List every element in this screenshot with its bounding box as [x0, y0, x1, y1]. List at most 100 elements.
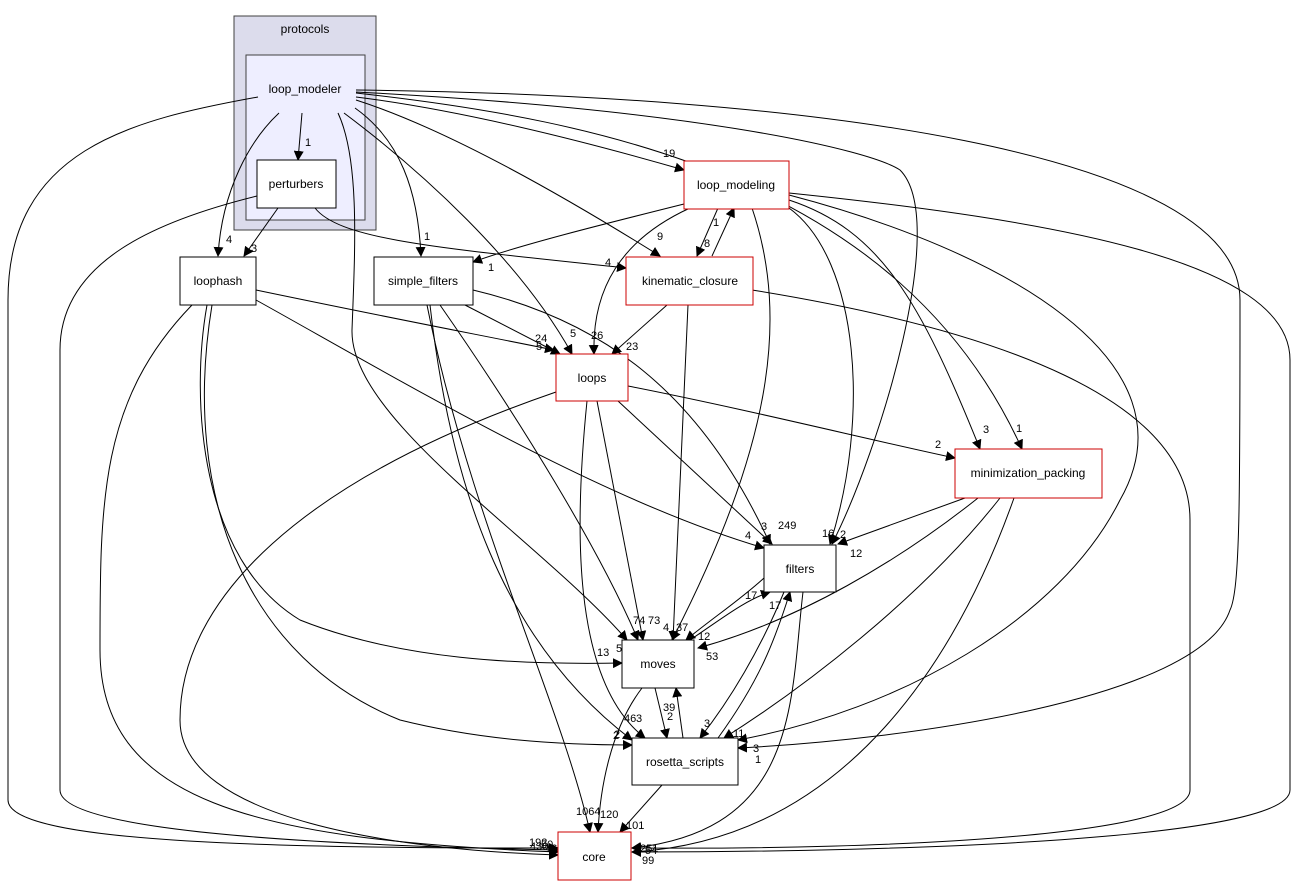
- label-lmod-min: 3: [983, 424, 989, 436]
- edge-loop-modeler-perturbers: [293, 112, 304, 161]
- edge-moves-filters: [689, 589, 771, 641]
- label-kc-moves: 4: [663, 622, 669, 634]
- edge-kinematic-closure-loops: [611, 304, 668, 355]
- label-lm-filters: 2: [840, 529, 846, 541]
- edge-minimization-core: [631, 497, 1015, 857]
- label-lmod-kc: 8: [704, 238, 710, 250]
- node-loop-modeler[interactable]: loop_modeler: [269, 82, 342, 96]
- label-sf-core: 1064: [576, 806, 600, 818]
- cluster-protocols-label: protocols: [281, 22, 330, 36]
- label-lh-moves: 13: [597, 647, 609, 659]
- edge-loops-minimization: [627, 385, 956, 462]
- label-min-moves: 53: [706, 651, 718, 663]
- node-filters-label: filters: [786, 562, 815, 576]
- edge-filters-moves: [685, 577, 765, 641]
- label-lmod-filters: 16: [822, 528, 834, 540]
- label-lm-rosetta: 3: [753, 743, 759, 755]
- node-loops-label: loops: [578, 371, 607, 385]
- label-lm-kinematic-closure: 9: [657, 231, 663, 243]
- edge-loophash-core: [99, 304, 559, 857]
- label-pert-kc: 4: [605, 257, 611, 269]
- label-core-left-4: 16: [545, 843, 557, 855]
- edge-loophash-moves: [199, 304, 623, 669]
- node-simple-filters[interactable]: simple_filters: [373, 256, 474, 306]
- label-lm-loop-modeling: 19: [663, 148, 675, 160]
- label-core-left-1: 192: [529, 837, 547, 849]
- node-filters[interactable]: filters: [763, 544, 837, 593]
- edge-simple-filters-filters: [472, 289, 771, 545]
- edge-loops-core: [179, 391, 559, 860]
- edge-perturbers-loophash: [243, 207, 279, 257]
- node-loophash[interactable]: loophash: [179, 256, 257, 306]
- edge-loops-filters: [617, 400, 773, 545]
- label-core-right-1: 251: [640, 843, 658, 855]
- label-lm-moves: 5: [616, 643, 622, 655]
- node-moves-label: moves: [640, 657, 675, 671]
- edge-loop-modeler-moves: [337, 112, 628, 641]
- label-rosetta-moves: 2: [667, 711, 673, 723]
- node-minimization-packing-label: minimization_packing: [971, 466, 1086, 480]
- label-moves-filters: 17: [745, 590, 757, 602]
- label-lmod-rosetta: 11: [733, 728, 744, 740]
- edges: [7, 89, 1291, 860]
- edge-loops-rosetta: [579, 400, 646, 739]
- edge-kinematic-closure-loop-modeling: [711, 207, 735, 257]
- edge-loop-modeler-kinematic-closure: [355, 99, 661, 257]
- node-loop-modeling[interactable]: loop_modeling: [683, 160, 790, 210]
- node-perturbers[interactable]: perturbers: [256, 159, 337, 209]
- edge-loop-modeling-core: [631, 192, 1291, 857]
- edge-loops-moves: [596, 400, 647, 641]
- node-kinematic-closure[interactable]: kinematic_closure: [625, 256, 754, 306]
- label-moves-rosetta: 39: [663, 702, 675, 714]
- node-simple-filters-label: simple_filters: [388, 274, 458, 288]
- label-loops-min: 2: [935, 439, 941, 451]
- node-loop-modeler-label: loop_modeler: [269, 82, 342, 96]
- edge-minimization-filters: [837, 497, 966, 546]
- label-kc-loops: 23: [626, 341, 638, 353]
- node-rosetta-scripts[interactable]: rosetta_scripts: [631, 737, 739, 786]
- edge-moves-core: [593, 687, 643, 833]
- node-rosetta-scripts-label: rosetta_scripts: [646, 755, 724, 769]
- edge-rosetta-core: [619, 784, 663, 833]
- edge-filters-rosetta: [699, 591, 785, 739]
- node-moves[interactable]: moves: [621, 639, 695, 689]
- label-lh-rosetta: 2: [613, 730, 619, 742]
- edge-loop-modeling-minimization: [788, 199, 982, 450]
- label-lm-minimization: 1: [1016, 423, 1022, 435]
- edge-loop-modeler-filters: [355, 91, 918, 545]
- node-core-label: core: [582, 850, 606, 864]
- label-loops-core: 2: [614, 729, 620, 741]
- edge-loop-modeling-kinematic-closure: [696, 207, 719, 257]
- label-lh-loops: 5: [536, 341, 542, 353]
- edge-loop-modeling-rosetta: [737, 194, 1139, 744]
- node-kinematic-closure-label: kinematic_closure: [642, 274, 738, 288]
- edge-loop-modeler-loop-modeling: [355, 96, 685, 173]
- edge-perturbers-core: [59, 195, 559, 855]
- edge-simple-filters-rosetta: [429, 304, 633, 741]
- label-moves-core: 120: [600, 809, 618, 821]
- label-core-right-2: 54: [645, 845, 657, 857]
- node-core[interactable]: core: [557, 831, 632, 881]
- label-lm-simple-filters: 1: [424, 231, 430, 243]
- edge-loop-modeler-rosetta: [355, 89, 1241, 753]
- label-sf-moves: 74: [633, 615, 645, 627]
- node-minimization-packing[interactable]: minimization_packing: [954, 448, 1103, 499]
- node-loops[interactable]: loops: [555, 353, 629, 402]
- label-lm-loops: 5: [570, 328, 576, 340]
- edge-rosetta-filters: [717, 591, 793, 739]
- label-sf-filters: 249: [778, 520, 796, 532]
- label-lm-loophash: 4: [226, 234, 232, 246]
- edge-loop-modeler-loophash: [213, 112, 280, 257]
- node-perturbers-label: perturbers: [269, 177, 324, 191]
- edge-filters-core: [631, 591, 804, 853]
- edge-loop-modeler-loops: [343, 112, 573, 355]
- label-filters-rosetta: 1: [755, 754, 761, 766]
- label-loops-filters: 3: [761, 521, 767, 533]
- edge-loop-modeling-moves: [671, 207, 771, 641]
- label-kc-lmod: 1: [713, 217, 719, 229]
- label-lm-perturbers: 1: [305, 137, 311, 149]
- edge-labels: 1 19 4 1 9 5 1 2 5 3 3 4 8 1 1 26 3 16 3…: [226, 137, 1022, 867]
- label-lmod-sf: 1: [488, 262, 494, 274]
- edge-kinematic-closure-moves: [668, 304, 689, 641]
